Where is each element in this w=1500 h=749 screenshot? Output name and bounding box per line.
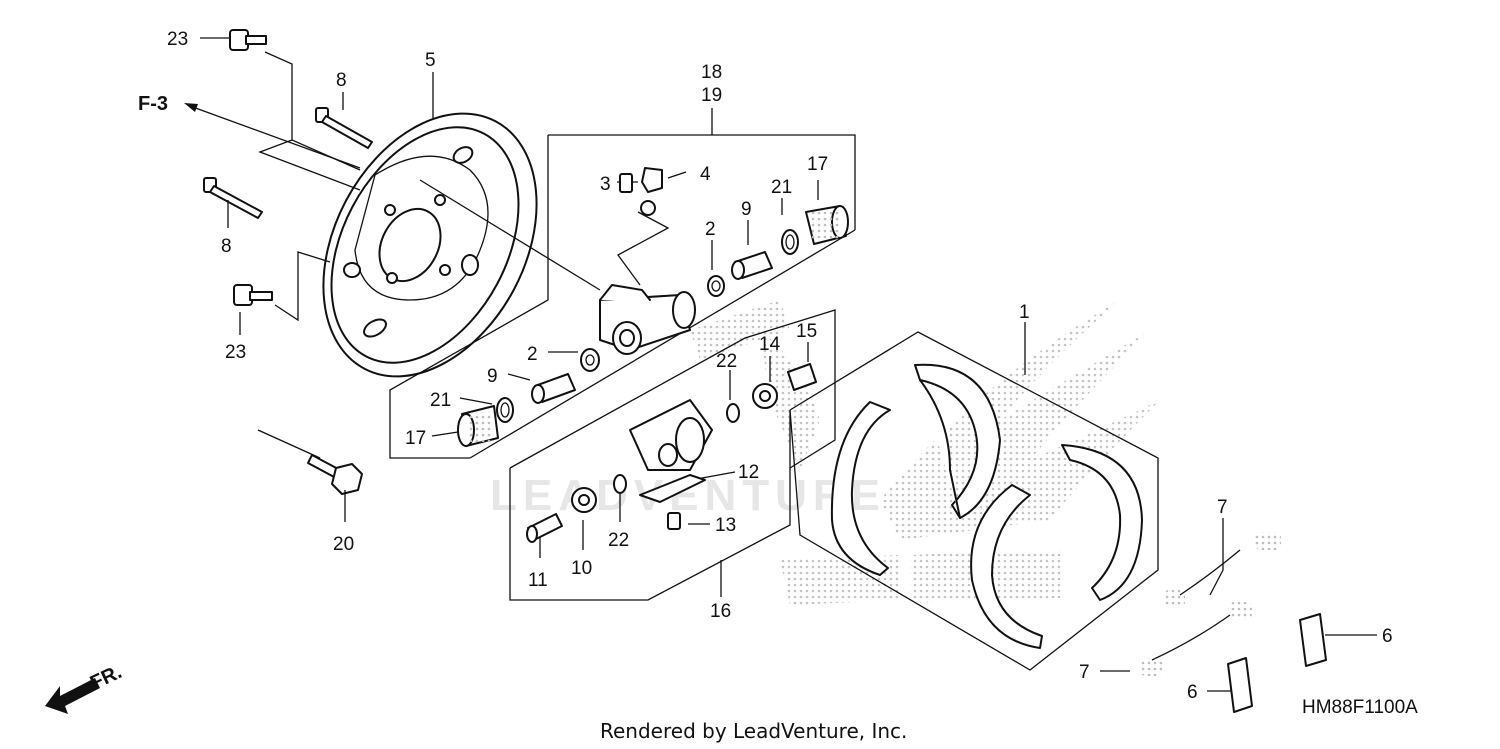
leader-lines bbox=[184, 37, 1377, 692]
callout-17-bottom: 17 bbox=[405, 428, 426, 449]
ring-lower bbox=[496, 397, 514, 423]
callout-4: 4 bbox=[700, 164, 711, 185]
adjuster-bolt bbox=[667, 512, 681, 530]
callout-2-bottom: 2 bbox=[527, 344, 538, 365]
callout-22-top: 22 bbox=[716, 351, 737, 372]
front-direction-arrow bbox=[45, 678, 100, 714]
brake-panel bbox=[322, 112, 538, 378]
callout-18: 18 bbox=[701, 62, 722, 83]
callout-7-top: 7 bbox=[1217, 497, 1228, 518]
brake-panel-assembly bbox=[203, 29, 538, 495]
wheel-cylinder bbox=[599, 284, 696, 355]
bleeder-cap bbox=[640, 167, 663, 216]
callout-17-top: 17 bbox=[807, 154, 828, 175]
callout-10: 10 bbox=[571, 558, 592, 579]
callout-1: 1 bbox=[1019, 302, 1030, 323]
callout-8-bottom: 8 bbox=[221, 236, 232, 257]
washer-upper bbox=[726, 403, 740, 423]
clip-right bbox=[1299, 613, 1327, 667]
adjuster-wheel bbox=[571, 487, 597, 513]
callout-23-top: 23 bbox=[167, 29, 188, 50]
callout-12: 12 bbox=[738, 462, 759, 483]
callout-14: 14 bbox=[759, 334, 781, 355]
pin-lower bbox=[203, 177, 263, 219]
callout-7-bottom: 7 bbox=[1079, 662, 1090, 683]
spring-lower bbox=[1140, 602, 1252, 676]
adjuster-star bbox=[752, 383, 778, 409]
boot-lower bbox=[457, 405, 499, 447]
piston-lower bbox=[531, 373, 576, 404]
piston-upper bbox=[731, 251, 773, 280]
bleeder-screw bbox=[619, 173, 633, 193]
callout-3: 3 bbox=[600, 174, 611, 195]
adjust-screw bbox=[526, 513, 563, 543]
pin-upper bbox=[315, 107, 373, 149]
brake-shoe-upper-left bbox=[830, 401, 891, 576]
callout-22-bottom: 22 bbox=[608, 530, 629, 551]
callout-19: 19 bbox=[701, 85, 722, 106]
callout-8-top: 8 bbox=[336, 70, 347, 91]
spring-upper bbox=[1163, 532, 1281, 608]
bolt-bottom bbox=[233, 284, 273, 306]
brake-shoe-lower-left bbox=[970, 484, 1043, 649]
callout-16: 16 bbox=[710, 601, 731, 622]
flange-bolt bbox=[307, 454, 363, 495]
adjuster-lever bbox=[639, 474, 706, 503]
callout-15: 15 bbox=[796, 321, 817, 342]
callout-6-right: 6 bbox=[1382, 626, 1393, 647]
brake-shoe-upper-right bbox=[914, 363, 1001, 519]
callout-11: 11 bbox=[528, 570, 548, 591]
clip-left bbox=[1227, 657, 1253, 713]
brake-shoe-lower-right bbox=[1061, 444, 1143, 601]
callout-9-top: 9 bbox=[741, 199, 752, 220]
washer-lower bbox=[613, 474, 627, 494]
callout-21-top: 21 bbox=[771, 177, 792, 198]
callout-13: 13 bbox=[715, 515, 736, 536]
callout-5: 5 bbox=[425, 50, 436, 71]
callout-9-bottom: 9 bbox=[487, 366, 498, 387]
diagram-code: HM88F1100A bbox=[1302, 697, 1418, 718]
adjuster-cap bbox=[787, 363, 817, 391]
bolt-top bbox=[229, 29, 267, 51]
callout-21-bottom: 21 bbox=[430, 390, 451, 411]
callout-labels: 23 8 5 F-3 8 23 20 18 19 3 4 17 21 9 2 2… bbox=[87, 29, 1418, 743]
cup-lower bbox=[580, 348, 600, 372]
cup-upper bbox=[707, 275, 725, 297]
ref-f3: F-3 bbox=[138, 93, 168, 115]
callout-6-left: 6 bbox=[1187, 682, 1198, 703]
footer-credit: Rendered by LeadVenture, Inc. bbox=[600, 719, 907, 743]
callout-23-bottom: 23 bbox=[225, 342, 246, 363]
callout-20: 20 bbox=[333, 534, 354, 555]
boot-upper bbox=[805, 205, 849, 245]
adjuster-body bbox=[629, 399, 713, 471]
callout-2-top: 2 bbox=[705, 219, 716, 240]
ring-upper bbox=[781, 229, 799, 255]
